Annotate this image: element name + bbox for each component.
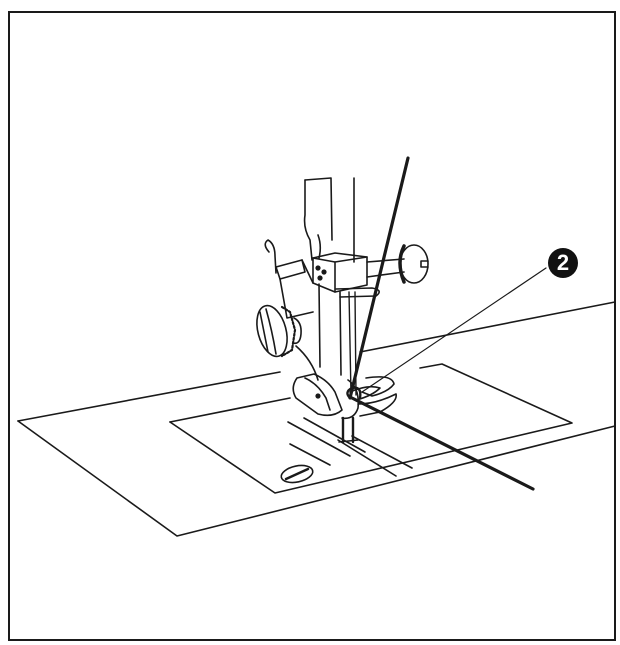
- callout-leader-line: [361, 267, 547, 393]
- needle-and-thread: [346, 156, 535, 491]
- presser-bar: [303, 177, 355, 263]
- figure-frame: [8, 11, 616, 641]
- needle-clamp: [312, 252, 380, 298]
- needle-plate: [169, 363, 573, 494]
- needle-clamp-screw: [366, 244, 429, 284]
- presser-foot-shank: [295, 283, 342, 381]
- callout-number-2: 2: [548, 248, 578, 278]
- presser-foot: [292, 373, 397, 444]
- presser-foot-screw: [256, 239, 314, 358]
- machine-bed: [17, 301, 616, 537]
